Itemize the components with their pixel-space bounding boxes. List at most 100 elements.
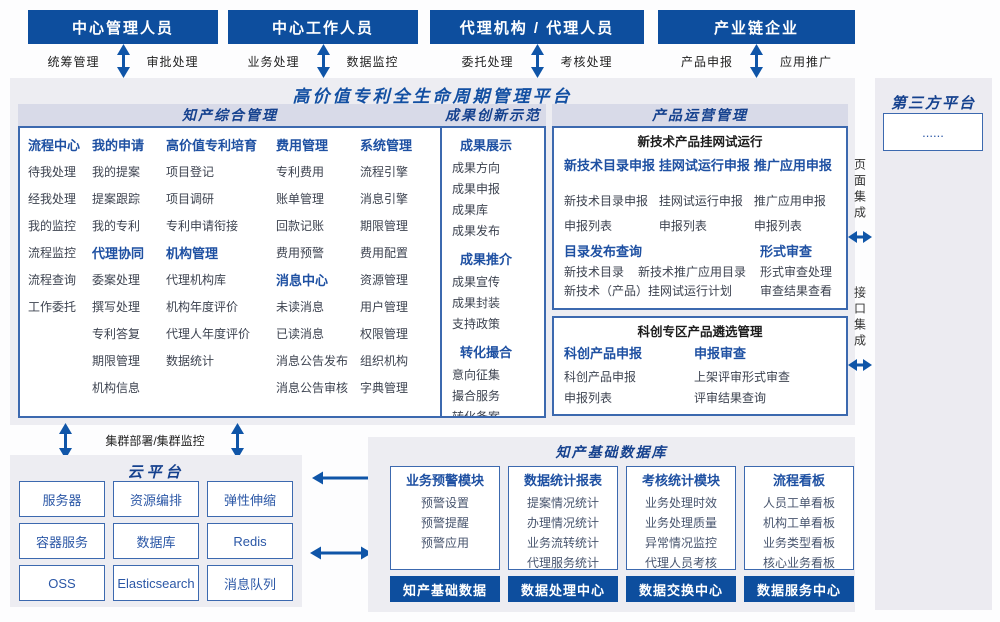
cloud-service-item: 容器服务 [19, 523, 105, 559]
cloud-service-item: 服务器 [19, 481, 105, 517]
section-title: 知产综合管理 [18, 104, 442, 126]
menu-group-heading: 成果推介 [460, 252, 513, 267]
cluster-label: 集群部署/集群监控 [105, 434, 205, 448]
cloud-service-item: 消息队列 [207, 565, 293, 601]
menu-group: 系统管理 流程引擎 消息引擎 期限 [360, 132, 432, 402]
menu-item: 专利费用 [276, 165, 325, 179]
updown-arrow-icon [59, 423, 72, 459]
role-title: 中心管理人员 [28, 10, 218, 44]
page-integration-label: 页面集成 [852, 158, 867, 222]
menu-group-heading: 新技术目录申报 [564, 158, 656, 173]
updown-arrow-icon [750, 44, 763, 78]
menu-group-heading: 申报审查 [694, 346, 747, 361]
menu-item: 期限管理 [360, 219, 409, 233]
menu-group: 机构管理 代理机构库 机构年度评价 [166, 240, 276, 375]
menu-item: 推广应用申报 [753, 194, 826, 208]
module-bar: 数据处理中心 [508, 576, 618, 602]
cloud-platform-panel: 云平台 服务器 资源编排 弹性伸缩 容器服务 数据库 Redis OSS Ela… [10, 455, 302, 607]
menu-item: 挂网试运行申报 [658, 194, 743, 208]
section-achievement: 成果创新示范 成果展示 成果方向 成果申报 [440, 104, 546, 418]
database-module: 流程看板 人员工单看板 机构工单看板 业务类型看板 核心业务看板 [744, 466, 854, 602]
menu-item: 组织机构 [360, 354, 409, 368]
menu-item: 未读消息 [276, 300, 325, 314]
leftright-arrow-icon [848, 359, 872, 371]
menu-item: 提案跟踪 [92, 192, 141, 206]
role-duties: 产品申报 应用推广 [658, 44, 855, 78]
menu-item: 形式审查处理 [760, 265, 833, 279]
cloud-platform-title: 云平台 [127, 464, 185, 481]
module-bar: 数据服务中心 [744, 576, 854, 602]
menu-item: 审查结果查看 [760, 284, 833, 298]
menu-item: 资源管理 [360, 273, 409, 287]
menu-item: 消息公告审核 [276, 381, 349, 395]
menu-item: 委案处理 [92, 273, 141, 287]
menu-group-heading: 代理协同 [92, 246, 145, 261]
menu-item: 权限管理 [360, 327, 409, 341]
menu-item: 成果申报 [452, 182, 501, 196]
api-integration-connector: 接口集成 [847, 286, 873, 372]
module-item: 预警应用 [420, 536, 469, 550]
menu-item: 上架评审形式审查 [694, 370, 791, 384]
page-integration-connector: 页面集成 [847, 158, 873, 244]
cloud-service-item: OSS [19, 565, 105, 601]
module-item: 办理情况统计 [526, 516, 599, 530]
module-box: 数据统计报表 提案情况统计 办理情况统计 业务流转统计 代理服务统计 [508, 466, 618, 570]
module-item: 代理服务统计 [526, 556, 599, 570]
menu-column: 流程中心 待我处理 经我处理 我的 [28, 132, 92, 402]
module-box: 流程看板 人员工单看板 机构工单看板 业务类型看板 核心业务看板 [744, 466, 854, 570]
cloud-service-item: 资源编排 [113, 481, 199, 517]
menu-item: 流程查询 [28, 273, 77, 287]
cloud-service-item: Redis [207, 523, 293, 559]
menu-item: 新技术（产品）挂网试运行计划 [564, 284, 733, 298]
role-title: 产业链企业 [658, 10, 855, 44]
section-body: 流程中心 待我处理 经我处理 我的 [18, 126, 442, 418]
role-duty-left: 业务处理 [247, 54, 300, 69]
menu-item: 费用预警 [276, 246, 325, 260]
menu-item: 撮合服务 [452, 389, 501, 403]
menu-item: 专利申请衔接 [166, 219, 239, 233]
api-integration-label: 接口集成 [852, 286, 867, 350]
module-item: 业务处理质量 [644, 516, 717, 530]
menu-column: 我的申请 我的提案 提案跟踪 我的 [92, 132, 166, 402]
role-duties: 业务处理 数据监控 [228, 44, 418, 78]
ip-columns: 流程中心 待我处理 经我处理 我的 [20, 128, 440, 406]
menu-column: 费用管理 专利费用 账单管理 回款 [276, 132, 360, 402]
menu-group-heading: 流程中心 [28, 138, 81, 153]
menu-item: 消息引擎 [360, 192, 409, 206]
menu-group-heading: 高价值专利培育 [166, 138, 258, 153]
user-roles-row: 中心管理人员 统筹管理 审批处理 中心工作人员 业务处理 [0, 0, 1000, 80]
formal-review-block: 形式审查 形式审查处理审查结果查看 [760, 241, 836, 301]
module-heading: 业务预警模块 [405, 473, 484, 488]
leftright-arrow-icon [310, 546, 372, 560]
role-duty-right: 应用推广 [780, 54, 833, 69]
menu-item: 我的监控 [28, 219, 77, 233]
menu-item: 流程监控 [28, 246, 77, 260]
third-party-title: 第三方平台 [890, 95, 976, 112]
section-body: 成果展示 成果方向 成果申报 成果库 成果发布 [440, 126, 546, 418]
menu-column: 推广应用申报 推广应用申报 申报列表 [754, 153, 836, 239]
module-item: 预警提醒 [420, 516, 469, 530]
left-arrow-icon [312, 471, 372, 485]
module-item: 业务类型看板 [762, 536, 835, 550]
module-heading: 流程看板 [772, 473, 825, 488]
menu-item: 申报列表 [658, 219, 707, 233]
module-box: 考核统计模块 业务处理时效 业务处理质量 异常情况监控 代理人员考核 [626, 466, 736, 570]
role-title: 中心工作人员 [228, 10, 418, 44]
cloud-service-item: 弹性伸缩 [207, 481, 293, 517]
base-database-title: 知产基础数据库 [555, 444, 668, 460]
role-group: 中心管理人员 统筹管理 审批处理 [28, 10, 218, 78]
module-box: 业务预警模块 预警设置 预警提醒 预警应用 [390, 466, 500, 570]
role-duties: 委托处理 考核处理 [430, 44, 644, 78]
platform-panel: 高价值专利全生命周期管理平台 知产综合管理 流程中心 [10, 78, 855, 425]
module-item: 人员工单看板 [762, 496, 835, 510]
role-duties: 统筹管理 审批处理 [28, 44, 218, 78]
menu-group-heading: 科创产品申报 [564, 346, 643, 361]
menu-item: 申报列表 [753, 219, 802, 233]
menu-group-heading: 形式审查 [760, 244, 813, 259]
menu-item: 撰写处理 [92, 300, 141, 314]
menu-item: 成果封装 [452, 296, 501, 310]
updown-arrow-icon [116, 44, 130, 78]
section-product-operation: 产品运营管理 新技术产品挂网试运行 新技术目录申报 新技术目录申报 [552, 104, 848, 418]
menu-item: 新技术目录 [564, 265, 625, 279]
menu-item: 项目调研 [166, 192, 215, 206]
